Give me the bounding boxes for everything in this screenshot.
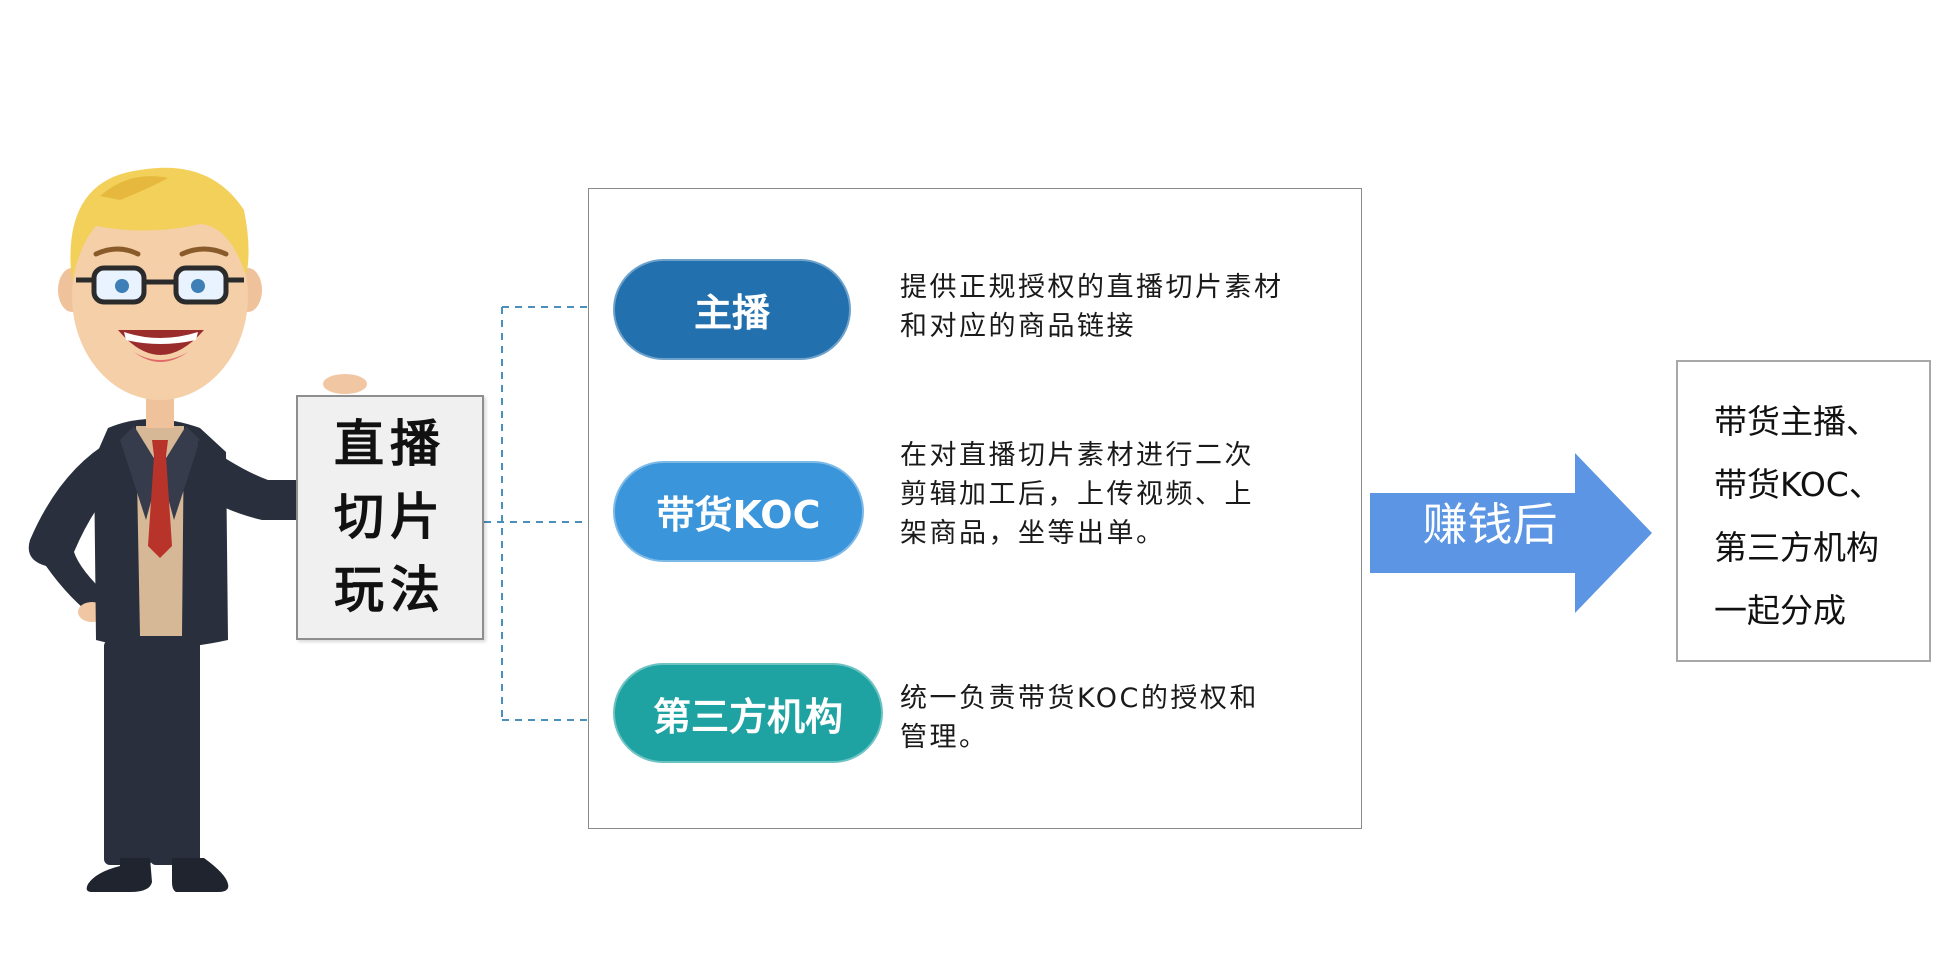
- role-pill-koc: 带货KOC: [613, 461, 864, 562]
- businessman-illustration: [28, 167, 367, 892]
- title-text: 直播切片玩法: [334, 415, 446, 619]
- role-description-agency: 统一负责带货KOC的授权和 管理。: [900, 679, 1330, 757]
- role-description-koc: 在对直播切片素材进行二次 剪辑加工后，上传视频、上 架商品，坐等出单。: [900, 436, 1320, 553]
- role-description-anchor: 提供正规授权的直播切片素材 和对应的商品链接: [900, 268, 1320, 346]
- result-line: 第三方机构: [1714, 528, 1879, 567]
- description-line: 在对直播切片素材进行二次: [900, 440, 1254, 471]
- role-pill-anchor: 主播: [613, 259, 851, 360]
- result-line: 带货主播、: [1714, 402, 1879, 441]
- title-card: 直播切片玩法: [296, 395, 484, 640]
- description-line: 统一负责带货KOC的授权和: [900, 683, 1259, 714]
- result-line: 一起分成: [1714, 591, 1846, 630]
- description-line: 提供正规授权的直播切片素材: [900, 272, 1284, 303]
- description-line: 管理。: [900, 722, 989, 753]
- result-box: 带货主播、 带货KOC、 第三方机构 一起分成: [1676, 360, 1931, 662]
- description-line: 和对应的商品链接: [900, 311, 1136, 342]
- description-line: 架商品，坐等出单。: [900, 518, 1166, 549]
- result-line: 带货KOC、: [1714, 465, 1882, 504]
- role-pill-agency: 第三方机构: [613, 663, 883, 763]
- description-line: 剪辑加工后，上传视频、上: [900, 479, 1254, 510]
- arrow-shape: [1370, 453, 1652, 613]
- arrow-label: 赚钱后: [1422, 498, 1558, 551]
